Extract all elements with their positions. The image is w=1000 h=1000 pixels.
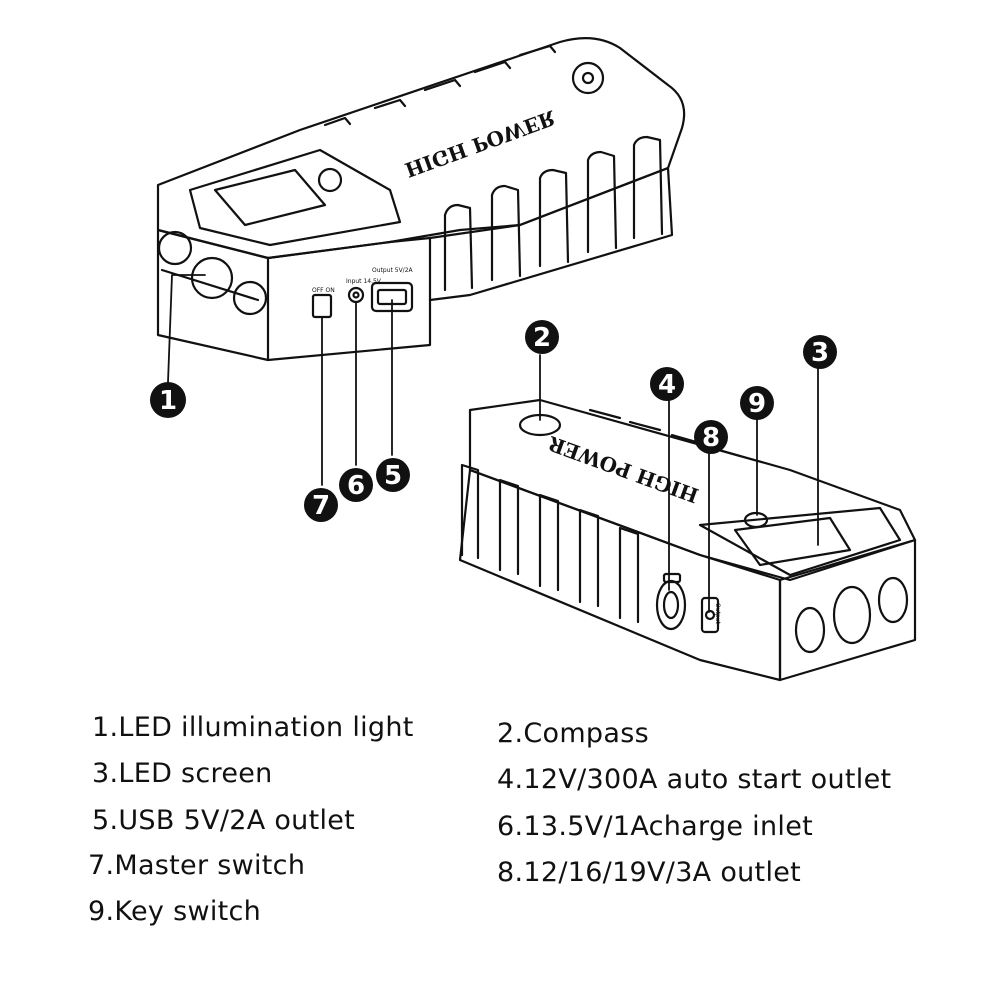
brand-text-side: HIGH POWER [545,431,702,508]
callout-6: 6 [339,468,373,502]
led-screen-side [733,516,852,567]
led-screen-top [213,168,327,227]
led-light-1c [232,280,268,316]
legend-item-9: 9.Key switch [88,896,262,927]
legend-item-1: 1.LED illumination light [92,712,414,743]
svg-text:6: 6 [347,471,365,501]
svg-text:4: 4 [658,370,676,400]
legend-item-7: 7.Master switch [88,850,306,881]
svg-text:3: 3 [811,338,829,368]
usb-label: Output 5V/2A [372,267,414,274]
svg-text:1: 1 [159,386,177,416]
device-side-view [458,398,917,682]
legend-item-4: 4.12V/300A auto start outlet [497,764,892,795]
svg-text:2: 2 [533,323,551,353]
callout-5: 5 [376,458,410,492]
compass-top [571,61,605,95]
svg-text:9: 9 [748,389,766,419]
callout-1: 1 [150,382,186,418]
key-switch-top [317,167,343,193]
key-switch-side [743,511,769,529]
legend-item-6: 6.13.5V/1Acharge inlet [497,811,813,842]
svg-text:7: 7 [312,491,330,521]
switch-label: OFF ON [312,287,335,294]
svg-text:5: 5 [384,461,402,491]
charge-inlet [347,286,365,304]
callout-7: 7 [304,488,338,522]
legend-item-5: 5.USB 5V/2A outlet [92,805,356,836]
led-light-2b [832,585,872,645]
legend-item-2: 2.Compass [497,718,649,749]
led-light-2a [794,606,826,654]
dc-outlet-label: Output [714,603,721,624]
leader-lines [167,274,819,613]
dc-outlet [700,596,720,634]
legend-item-8: 8.12/16/19V/3A outlet [497,857,802,888]
legend-item-3: 3.LED screen [92,758,273,789]
callout-9: 9 [740,386,774,420]
callout-2: 2 [525,320,559,354]
callout-8: 8 [694,420,728,454]
callout-4: 4 [650,367,684,401]
brand-text-top: HIGH POWER [402,106,559,183]
charge-inlet-label: Input 14.5V [346,278,382,285]
svg-text:8: 8 [702,423,720,453]
led-light-1b [190,256,234,300]
product-diagram: HIGH POWER HIGH POWER OFF ON Input 14.5V… [150,37,917,682]
master-switch [311,293,333,319]
led-light-2c [877,576,909,624]
device-top-view [156,37,686,362]
led-light-1a [157,230,193,266]
auto-start-outlet [655,579,687,631]
callout-3: 3 [803,335,837,369]
